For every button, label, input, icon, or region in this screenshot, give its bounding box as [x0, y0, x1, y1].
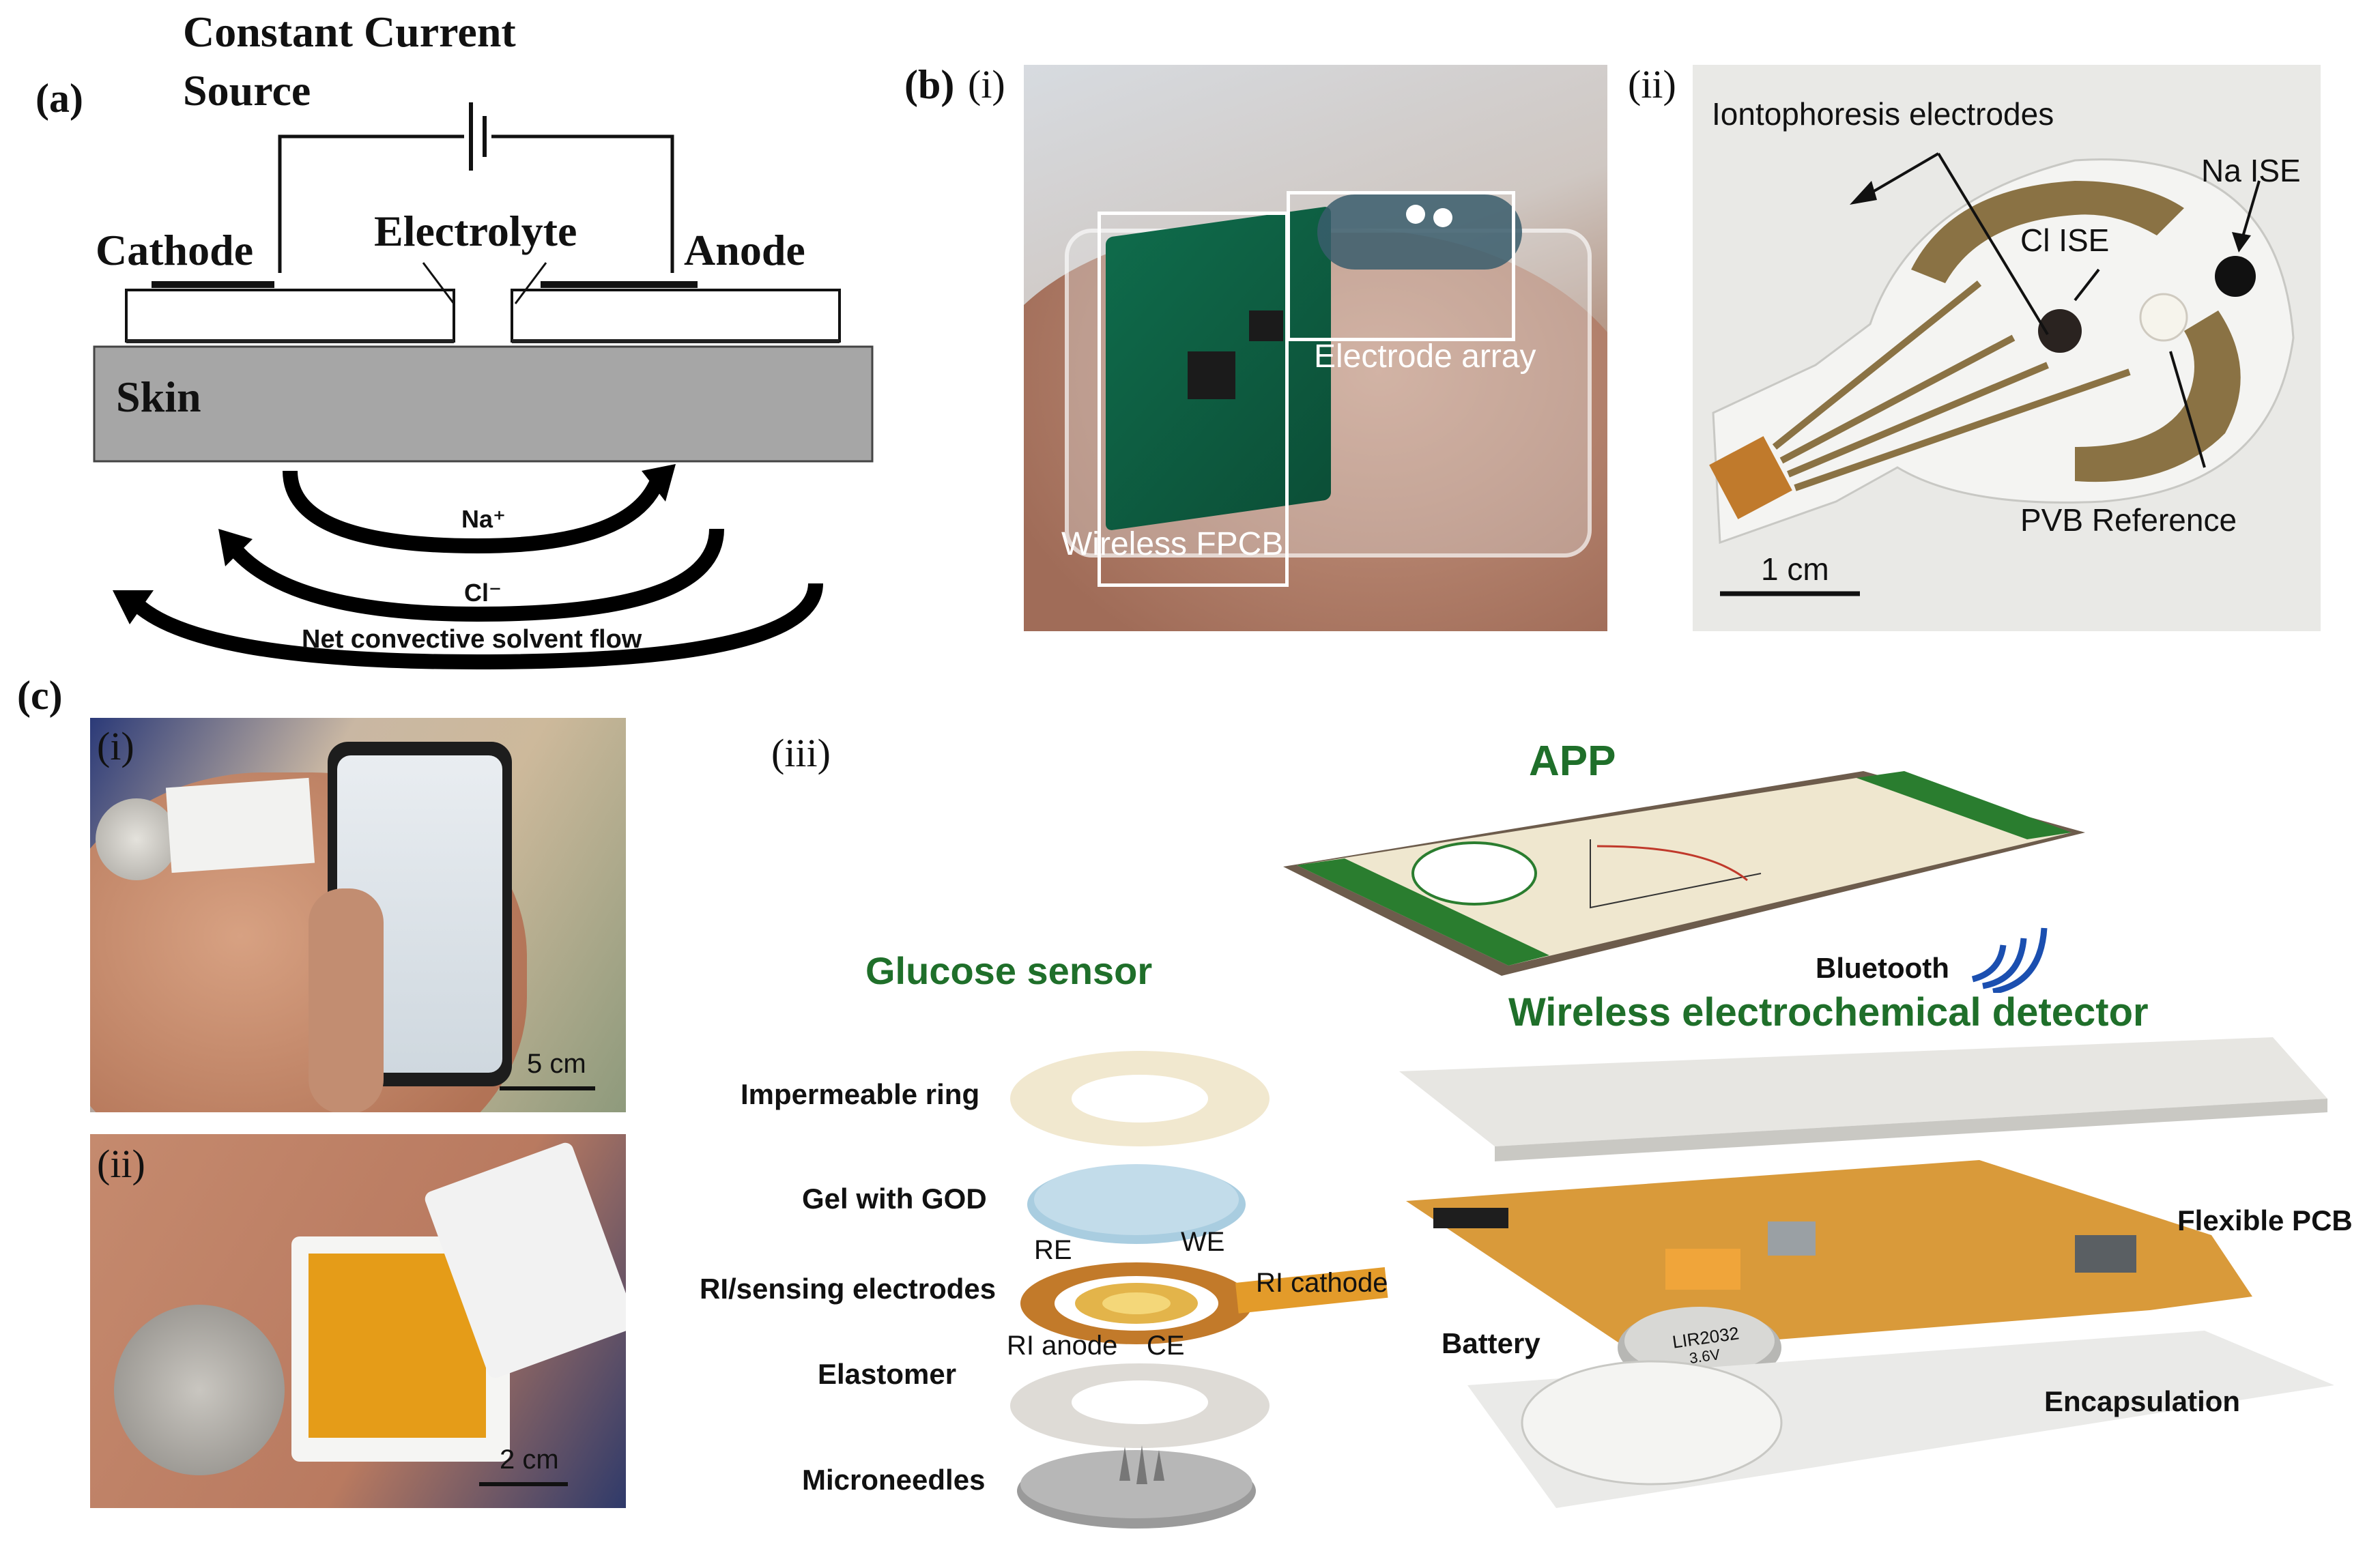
bluetooth-label: Bluetooth	[1816, 952, 1949, 984]
cl-ise-label: Cl ISE	[2020, 222, 2110, 258]
electrode-array-label: Electrode array	[1314, 338, 1536, 375]
panel-c-letter: (c)	[17, 673, 63, 718]
panel-c-sub-ii: (ii)	[97, 1142, 145, 1186]
wristband-photo: Electrode array Wireless FPCB	[1024, 65, 1607, 631]
phone-app-illustration	[1283, 771, 2085, 976]
panel-c-sub-i: (i)	[97, 724, 134, 768]
ri-sensing-label: RI/sensing electrodes	[700, 1273, 997, 1305]
glucose-sensor-stack	[1010, 1051, 1388, 1529]
electrode-highlight-box	[1287, 191, 1515, 341]
re-label: RE	[1034, 1235, 1072, 1265]
pvb-label: PVB Reference	[2020, 502, 2237, 538]
electrode-array-illustration	[1709, 152, 2295, 596]
scale-2cm: 2 cm	[500, 1445, 559, 1475]
pcb-chip	[1188, 351, 1235, 399]
white-patch	[165, 777, 315, 873]
scale-1cm: 1 cm	[1761, 551, 1829, 587]
source-label-line1: Constant Current	[183, 8, 516, 56]
gel-label: Gel with GOD	[802, 1183, 987, 1215]
electrode-dot	[1433, 208, 1452, 227]
iontophoresis-label: Iontophoresis electrodes	[1712, 96, 2054, 132]
hand-shape	[309, 888, 384, 1112]
ri-anode-label: RI anode	[1007, 1331, 1118, 1361]
encapsulation-label: Encapsulation	[2044, 1385, 2241, 1417]
source-label-line2: Source	[183, 66, 311, 115]
we-label: WE	[1181, 1227, 1225, 1257]
ri-cathode-label: RI cathode	[1256, 1268, 1388, 1298]
patch-detail-photo: 2 cm	[90, 1134, 626, 1508]
phone-on-arm-photo: 5 cm	[90, 718, 626, 1112]
impermeable-ring-label: Impermeable ring	[741, 1078, 980, 1110]
na-ise-label: Na ISE	[2201, 153, 2301, 188]
iontophoresis-circuit-diagram	[93, 102, 874, 670]
panel-c-sub-iii: (iii)	[771, 731, 831, 775]
scale-bar-2cm	[479, 1482, 568, 1486]
wireless-fpcb-label: Wireless FPCB	[1061, 526, 1284, 562]
panel-b-letter: (b)	[904, 62, 955, 107]
microneedles-label: Microneedles	[802, 1464, 986, 1496]
battery-label: Battery	[1442, 1327, 1540, 1359]
panel-b-sub-i: (i)	[968, 62, 1005, 106]
scale-5cm: 5 cm	[527, 1049, 586, 1079]
na-ion-label: Na⁺	[461, 505, 506, 533]
scale-bar-5cm	[500, 1086, 595, 1090]
pcb-chip	[1249, 310, 1283, 341]
anode-label: Anode	[684, 226, 805, 274]
coin-electrode	[114, 1305, 285, 1475]
flexible-pcb-label: Flexible PCB	[2177, 1204, 2353, 1236]
electrode-dot	[1406, 205, 1425, 224]
bluetooth-wave-icon	[1971, 927, 2048, 993]
skin-label: Skin	[116, 373, 201, 421]
fpcb-highlight-box	[1098, 212, 1289, 587]
coin-electrode	[96, 798, 177, 880]
net-flow-label: Net convective solvent flow	[302, 625, 642, 654]
panel-a-letter: (a)	[35, 76, 83, 121]
electrode-array-photo: Iontophoresis electrodes Na ISE Cl ISE P…	[1693, 65, 2321, 631]
wireless-detector-stack	[1399, 1037, 2334, 1508]
cl-ion-label: Cl⁻	[464, 579, 502, 607]
wireless-detector-title: Wireless electrochemical detector	[1508, 990, 2149, 1034]
app-title: APP	[1529, 738, 1616, 785]
cathode-label: Cathode	[96, 226, 254, 274]
glucose-sensor-title: Glucose sensor	[865, 949, 1153, 992]
electrolyte-label: Electrolyte	[374, 207, 577, 255]
ce-label: CE	[1147, 1331, 1185, 1361]
elastomer-label: Elastomer	[818, 1358, 957, 1390]
panel-b-sub-ii: (ii)	[1628, 62, 1676, 106]
